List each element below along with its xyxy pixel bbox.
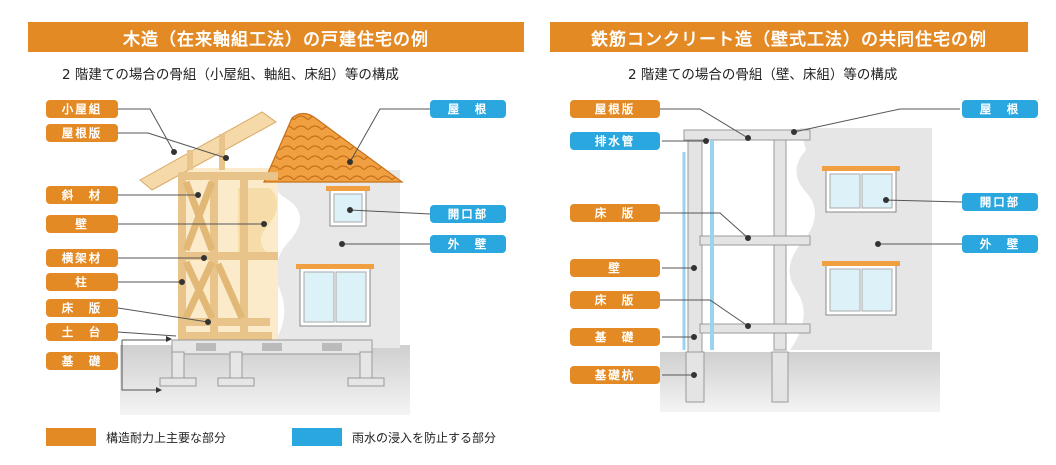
tag-drain-pipe: 排水管 — [570, 132, 660, 150]
tag-column: 柱 — [46, 273, 118, 291]
right-subtitle: 2 階建ての場合の骨組（壁、床組）等の構成 — [628, 67, 898, 83]
tag-right-foundation: 基 礎 — [570, 328, 660, 346]
tag-right-exterior-wall: 外 壁 — [962, 235, 1038, 253]
left-title: 木造（在来軸組工法）の戸建住宅の例 — [28, 22, 524, 52]
legend-structural-swatch — [46, 428, 96, 446]
legend-rain-label: 雨水の浸入を防止する部分 — [352, 431, 497, 445]
tag-left-roof-slab: 屋根版 — [46, 124, 118, 142]
legend-structural-label: 構造耐力上主要な部分 — [106, 431, 227, 445]
tag-left-foundation: 基 礎 — [46, 352, 118, 370]
tag-right-roof: 屋 根 — [962, 100, 1038, 118]
tag-beam: 横架材 — [46, 249, 118, 267]
tag-right-opening: 開口部 — [962, 193, 1038, 211]
wooden-house-illustration — [117, 108, 431, 415]
tag-right-floor-slab-1: 床 版 — [570, 204, 660, 222]
tag-left-floor-slab: 床 版 — [46, 299, 118, 317]
tag-left-roof: 屋 根 — [430, 100, 506, 118]
tag-sill: 土 台 — [46, 323, 118, 341]
tag-right-floor-slab-2: 床 版 — [570, 291, 660, 309]
tag-right-roof-slab: 屋根版 — [570, 100, 660, 118]
tag-left-exterior-wall: 外 壁 — [430, 235, 506, 253]
rc-apartment-illustration — [660, 108, 963, 412]
left-subtitle: 2 階建ての場合の骨組（小屋組、軸組、床組）等の構成 — [62, 67, 399, 83]
tag-foundation-pile: 基礎杭 — [570, 366, 660, 384]
tag-brace: 斜 材 — [46, 186, 118, 204]
tag-right-wall: 壁 — [570, 259, 660, 277]
tag-left-wall: 壁 — [46, 215, 118, 233]
legend-rain-swatch — [292, 428, 342, 446]
right-title: 鉄筋コンクリート造（壁式工法）の共同住宅の例 — [550, 22, 1028, 52]
tag-left-opening: 開口部 — [430, 205, 506, 223]
tag-koyagumi: 小屋組 — [46, 100, 118, 118]
